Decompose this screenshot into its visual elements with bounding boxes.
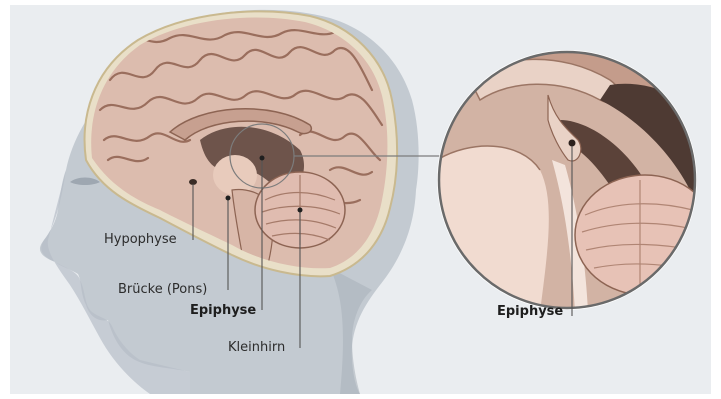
label-bruecke-pons: Brücke (Pons) (118, 282, 207, 298)
label-hypophyse: Hypophyse (104, 232, 177, 248)
label-epiphyse-zoom: Epiphyse (497, 304, 563, 320)
label-kleinhirn: Kleinhirn (228, 340, 285, 356)
label-epiphyse: Epiphyse (190, 303, 256, 319)
